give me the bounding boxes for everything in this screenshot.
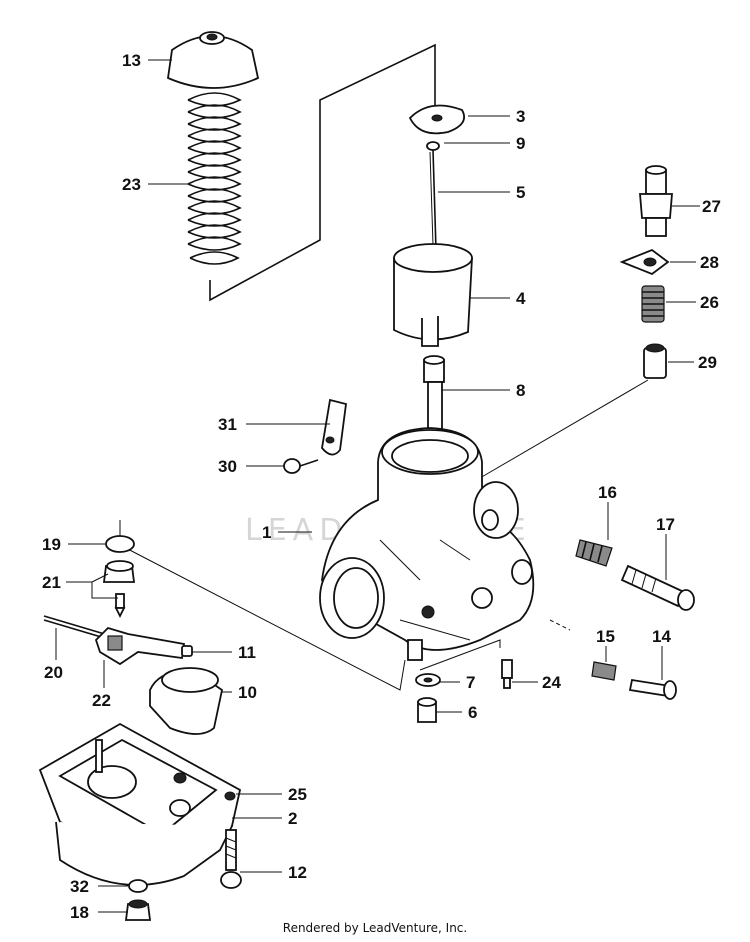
label-28: 28: [700, 253, 719, 272]
label-9: 9: [516, 134, 525, 153]
part-22-float-arm: [94, 626, 186, 666]
part-11-pin: [181, 645, 193, 657]
part-29-plunger: [643, 343, 667, 379]
label-29: 29: [698, 353, 717, 372]
label-10: 10: [238, 683, 257, 702]
assembly-lines: [119, 43, 649, 691]
label-30: 30: [218, 457, 237, 476]
label-7: 7: [466, 673, 475, 692]
part-30-screw: [283, 458, 319, 474]
label-5: 5: [516, 183, 525, 202]
part-5-jet-needle: [429, 149, 437, 251]
label-31: 31: [218, 415, 237, 434]
part-19-o-ring: [105, 535, 135, 553]
label-12: 12: [288, 863, 307, 882]
part-14-idle-screw: [628, 678, 677, 700]
label-24: 24: [542, 673, 561, 692]
part-15-spring: [591, 661, 617, 681]
label-17: 17: [656, 515, 675, 534]
part-28-gasket: [619, 248, 670, 276]
leader-lines: [55, 59, 700, 913]
part-21-float-valve: [102, 560, 136, 619]
label-21: 21: [42, 573, 61, 592]
part-16-spring: [575, 539, 613, 567]
part-12-screw: [220, 829, 242, 889]
part-24-jet: [501, 659, 513, 689]
label-3: 3: [516, 107, 525, 126]
label-20: 20: [44, 663, 63, 682]
label-25: 25: [288, 785, 307, 804]
label-18: 18: [70, 903, 89, 922]
part-23-spring: [187, 92, 242, 265]
label-19: 19: [42, 535, 61, 554]
label-26: 26: [700, 293, 719, 312]
part-labels: 13 23 3 9 5 4 8 27 28 26 29 31 30 1 19 2…: [42, 51, 721, 922]
part-32-washer: [128, 879, 148, 893]
part-3-retainer-plate: [408, 104, 466, 135]
part-17-pilot-screw: [620, 564, 695, 611]
part-31-bracket: [321, 398, 347, 456]
label-27: 27: [702, 197, 721, 216]
part-1-carburetor-body: [319, 427, 535, 661]
part-4-throttle-slide: [393, 243, 473, 347]
label-15: 15: [596, 627, 615, 646]
part-27-fitting: [639, 165, 673, 237]
part-9-clip: [426, 141, 440, 151]
part-7-washer: [415, 673, 441, 687]
part-6-main-jet: [417, 697, 437, 723]
part-2-float-bowl: [38, 722, 242, 886]
label-23: 23: [122, 175, 141, 194]
label-13: 13: [122, 51, 141, 70]
label-6: 6: [468, 703, 477, 722]
part-26-spring: [641, 285, 665, 323]
part-18-drain-plug: [124, 899, 152, 921]
label-11: 11: [238, 643, 256, 662]
footer-credit: Rendered by LeadVenture, Inc.: [282, 921, 468, 935]
label-16: 16: [598, 483, 617, 502]
label-4: 4: [516, 289, 526, 308]
label-22: 22: [92, 691, 111, 710]
label-14: 14: [652, 627, 671, 646]
part-10-float: [149, 667, 224, 735]
label-8: 8: [516, 381, 525, 400]
part-13-cap: [167, 31, 260, 89]
label-2: 2: [288, 809, 297, 828]
label-32: 32: [70, 877, 89, 896]
label-1: 1: [262, 523, 271, 542]
